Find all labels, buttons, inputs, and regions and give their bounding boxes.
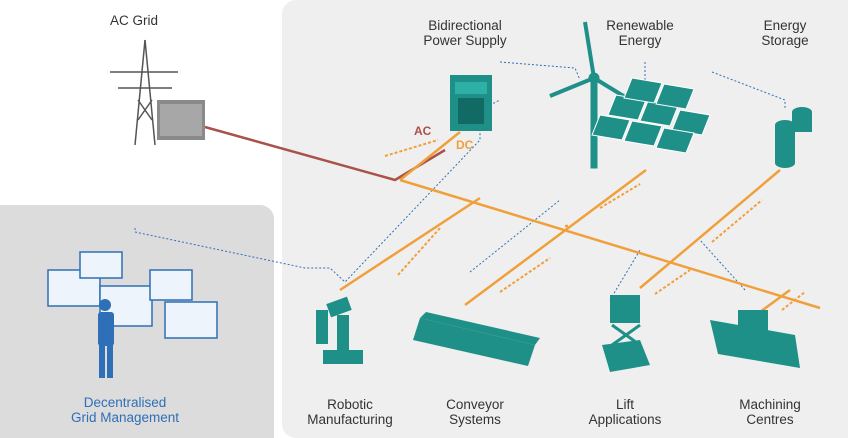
ac-grid-label: AC Grid [110, 13, 159, 28]
ac-line [204, 125, 446, 182]
solar-panels-icon [591, 77, 711, 154]
lift-icon [602, 295, 650, 372]
transformer-icon [157, 100, 205, 140]
dc-label: DC [456, 138, 474, 152]
dc-bus [339, 131, 821, 314]
ac-label: AC [414, 124, 432, 138]
wind-turbine-icon [549, 21, 632, 169]
monitor-screen-icon [164, 301, 218, 339]
power-pylon-icon [110, 39, 178, 146]
monitor-screens [47, 251, 218, 339]
conveyor-icon [413, 312, 540, 366]
battery-stack-icon [775, 107, 812, 168]
monitor-screen-icon [149, 269, 193, 301]
facility-panel [282, 0, 848, 438]
operator-icon [98, 299, 114, 378]
robot-arm-icon [316, 296, 363, 364]
monitor-screen-icon [79, 251, 123, 279]
flow-arrows [384, 139, 806, 311]
power-supply-cabinet-icon [450, 75, 492, 131]
machining-centre-icon [710, 310, 800, 368]
